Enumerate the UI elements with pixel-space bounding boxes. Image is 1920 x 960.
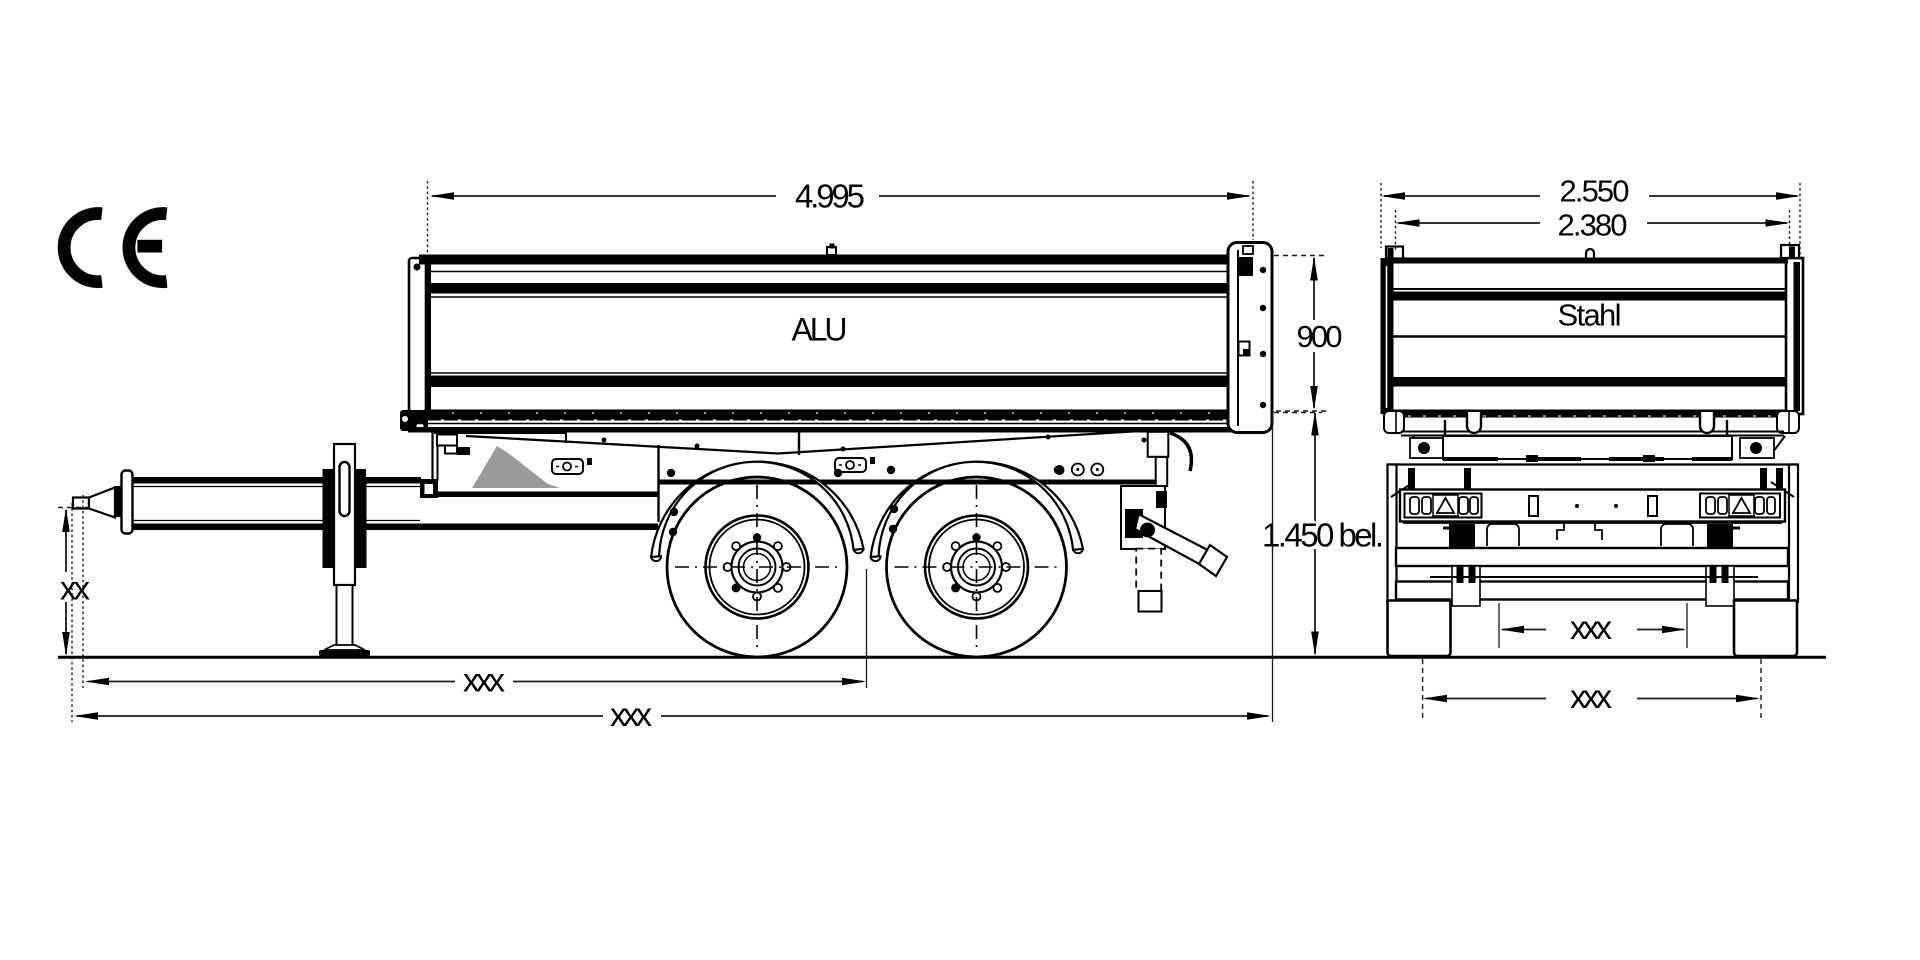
svg-text:xxx: xxx — [1570, 609, 1613, 646]
svg-text:2.380: 2.380 — [1558, 208, 1628, 243]
svg-text:1.450 bel.: 1.450 bel. — [1262, 517, 1384, 554]
svg-text:xxx: xxx — [610, 696, 653, 733]
svg-text:xxx: xxx — [463, 662, 506, 699]
svg-text:Stahl: Stahl — [1558, 298, 1622, 333]
svg-text:xxx: xxx — [1570, 678, 1613, 715]
svg-text:4.995: 4.995 — [795, 178, 865, 215]
svg-text:2.550: 2.550 — [1560, 174, 1630, 209]
svg-text:900: 900 — [1297, 319, 1343, 354]
svg-text:ALU: ALU — [792, 312, 848, 348]
svg-text:xx: xx — [60, 570, 91, 607]
